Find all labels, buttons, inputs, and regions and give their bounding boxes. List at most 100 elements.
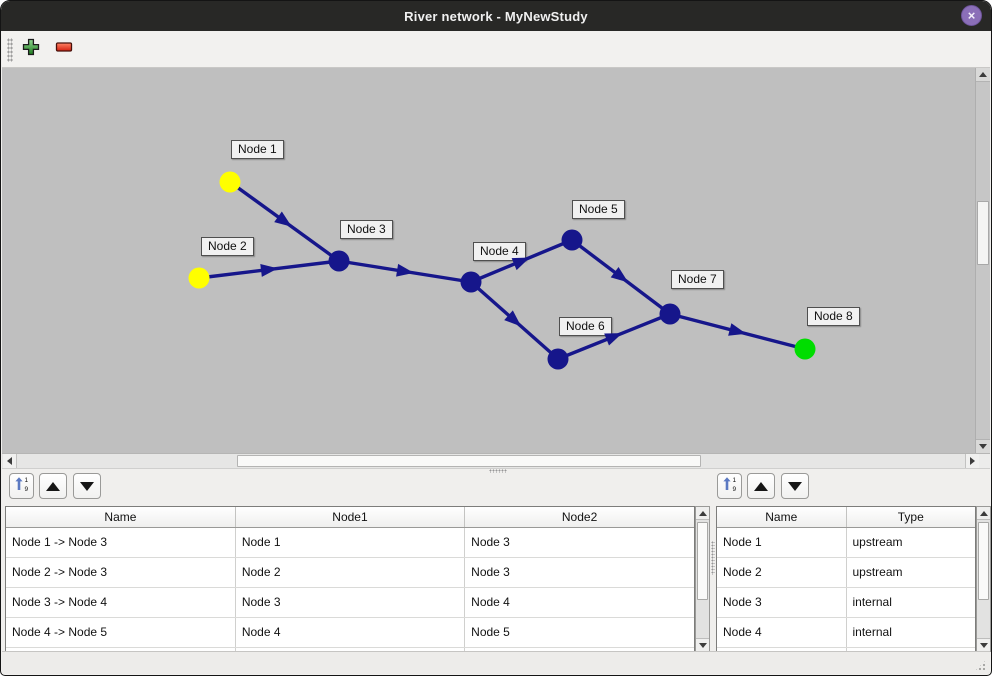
scrollbar-thumb[interactable]	[697, 522, 708, 600]
node-label[interactable]: Node 3	[340, 220, 393, 239]
svg-text:9: 9	[24, 486, 28, 492]
table-cell[interactable]: Node 4 -> Node 5	[6, 617, 236, 648]
table-cell[interactable]: Node 5	[464, 617, 694, 648]
edge-arrowhead	[511, 257, 530, 271]
scrollbar-corner	[979, 454, 990, 468]
network-node[interactable]	[659, 303, 681, 325]
table-cell[interactable]: Node 3	[235, 587, 466, 618]
table-cell[interactable]: Node 1	[235, 527, 466, 558]
vertical-scrollbar-thumb[interactable]	[977, 201, 989, 265]
canvas-vertical-scrollbar[interactable]	[975, 68, 990, 453]
network-node[interactable]	[794, 338, 816, 360]
table-cell[interactable]: Node 4	[235, 617, 466, 648]
table-row-empty[interactable]	[717, 647, 975, 651]
table-cell[interactable]	[846, 647, 975, 651]
scrollbar-thumb[interactable]	[978, 522, 989, 600]
table-cell[interactable]: Node 3	[717, 587, 847, 618]
table-cell[interactable]: Node 4	[717, 617, 847, 648]
horizontal-splitter-handle[interactable]	[489, 469, 507, 473]
table-row-empty[interactable]	[6, 647, 694, 651]
status-bar	[2, 651, 990, 674]
table-cell[interactable]: Node 3	[464, 527, 694, 558]
table-cell[interactable]: Node 4	[464, 587, 694, 618]
nodes-sort-button[interactable]: 1 9	[717, 473, 742, 499]
branches-move-up-button[interactable]	[39, 473, 67, 499]
scroll-up-button[interactable]	[977, 507, 990, 520]
network-node[interactable]	[547, 348, 569, 370]
branches-table-scrollbar[interactable]	[695, 506, 710, 652]
node-label[interactable]: Node 1	[231, 140, 284, 159]
table-cell[interactable]	[717, 647, 847, 651]
edge-arrowhead	[728, 323, 747, 336]
scroll-right-button[interactable]	[965, 454, 979, 468]
nodes-move-up-button[interactable]	[747, 473, 775, 499]
network-node[interactable]	[460, 271, 482, 293]
plus-icon	[22, 38, 40, 61]
down-triangle-icon	[788, 481, 802, 491]
table-cell[interactable]	[6, 647, 236, 651]
table-cell[interactable]: Node 2	[717, 557, 847, 588]
node-label[interactable]: Node 7	[671, 270, 724, 289]
network-node[interactable]	[188, 267, 210, 289]
remove-branch-button[interactable]	[52, 37, 76, 61]
window-resize-grip[interactable]	[974, 659, 987, 672]
node-label[interactable]: Node 5	[572, 200, 625, 219]
canvas-horizontal-scrollbar[interactable]	[2, 453, 990, 469]
horizontal-scrollbar-thumb[interactable]	[237, 455, 701, 467]
scroll-down-button[interactable]	[976, 439, 990, 453]
column-header[interactable]: Node2	[464, 507, 694, 528]
nodes-move-down-button[interactable]	[781, 473, 809, 499]
up-arrow-icon	[979, 510, 988, 516]
nodes-table-scrollbar[interactable]	[976, 506, 991, 652]
vertical-splitter-handle[interactable]	[711, 541, 715, 575]
scroll-up-button[interactable]	[696, 507, 709, 520]
close-button[interactable]: ×	[961, 5, 982, 26]
toolbar-drag-handle[interactable]	[7, 38, 13, 62]
network-node[interactable]	[561, 229, 583, 251]
branches-sort-button[interactable]: 1 9	[9, 473, 34, 499]
scroll-down-button[interactable]	[696, 638, 709, 651]
table-cell[interactable]: Node 3 -> Node 4	[6, 587, 236, 618]
scroll-left-button[interactable]	[3, 454, 17, 468]
node-label[interactable]: Node 8	[807, 307, 860, 326]
table-cell[interactable]	[464, 647, 694, 651]
network-node[interactable]	[328, 250, 350, 272]
column-header[interactable]: Type	[846, 507, 975, 528]
table-cell[interactable]: upstream	[846, 527, 975, 558]
column-header[interactable]: Name	[717, 507, 847, 528]
titlebar[interactable]: River network - MyNewStudy ×	[1, 1, 991, 31]
scroll-up-button[interactable]	[976, 68, 990, 82]
table-cell[interactable]: internal	[846, 617, 975, 648]
table-cell[interactable]	[235, 647, 466, 651]
down-arrow-icon	[979, 444, 987, 449]
branches-move-down-button[interactable]	[73, 473, 101, 499]
down-triangle-icon	[80, 481, 94, 491]
column-header[interactable]: Node1	[235, 507, 466, 528]
column-header[interactable]: Name	[6, 507, 236, 528]
node-label[interactable]: Node 4	[473, 242, 526, 261]
network-node[interactable]	[219, 171, 241, 193]
svg-text:1: 1	[24, 477, 28, 484]
scroll-down-button[interactable]	[977, 638, 990, 651]
table-cell[interactable]: Node 2 -> Node 3	[6, 557, 236, 588]
table-cell[interactable]: Node 1	[717, 527, 847, 558]
table-cell[interactable]: Node 3	[464, 557, 694, 588]
table-cell[interactable]: Node 1 -> Node 3	[6, 527, 236, 558]
up-arrow-icon	[698, 510, 707, 516]
add-branch-button[interactable]	[19, 37, 43, 61]
node-label[interactable]: Node 2	[201, 237, 254, 256]
table-cell[interactable]: internal	[846, 587, 975, 618]
table-cell[interactable]: Node 2	[235, 557, 466, 588]
node-label[interactable]: Node 6	[559, 317, 612, 336]
table-cell[interactable]: upstream	[846, 557, 975, 588]
